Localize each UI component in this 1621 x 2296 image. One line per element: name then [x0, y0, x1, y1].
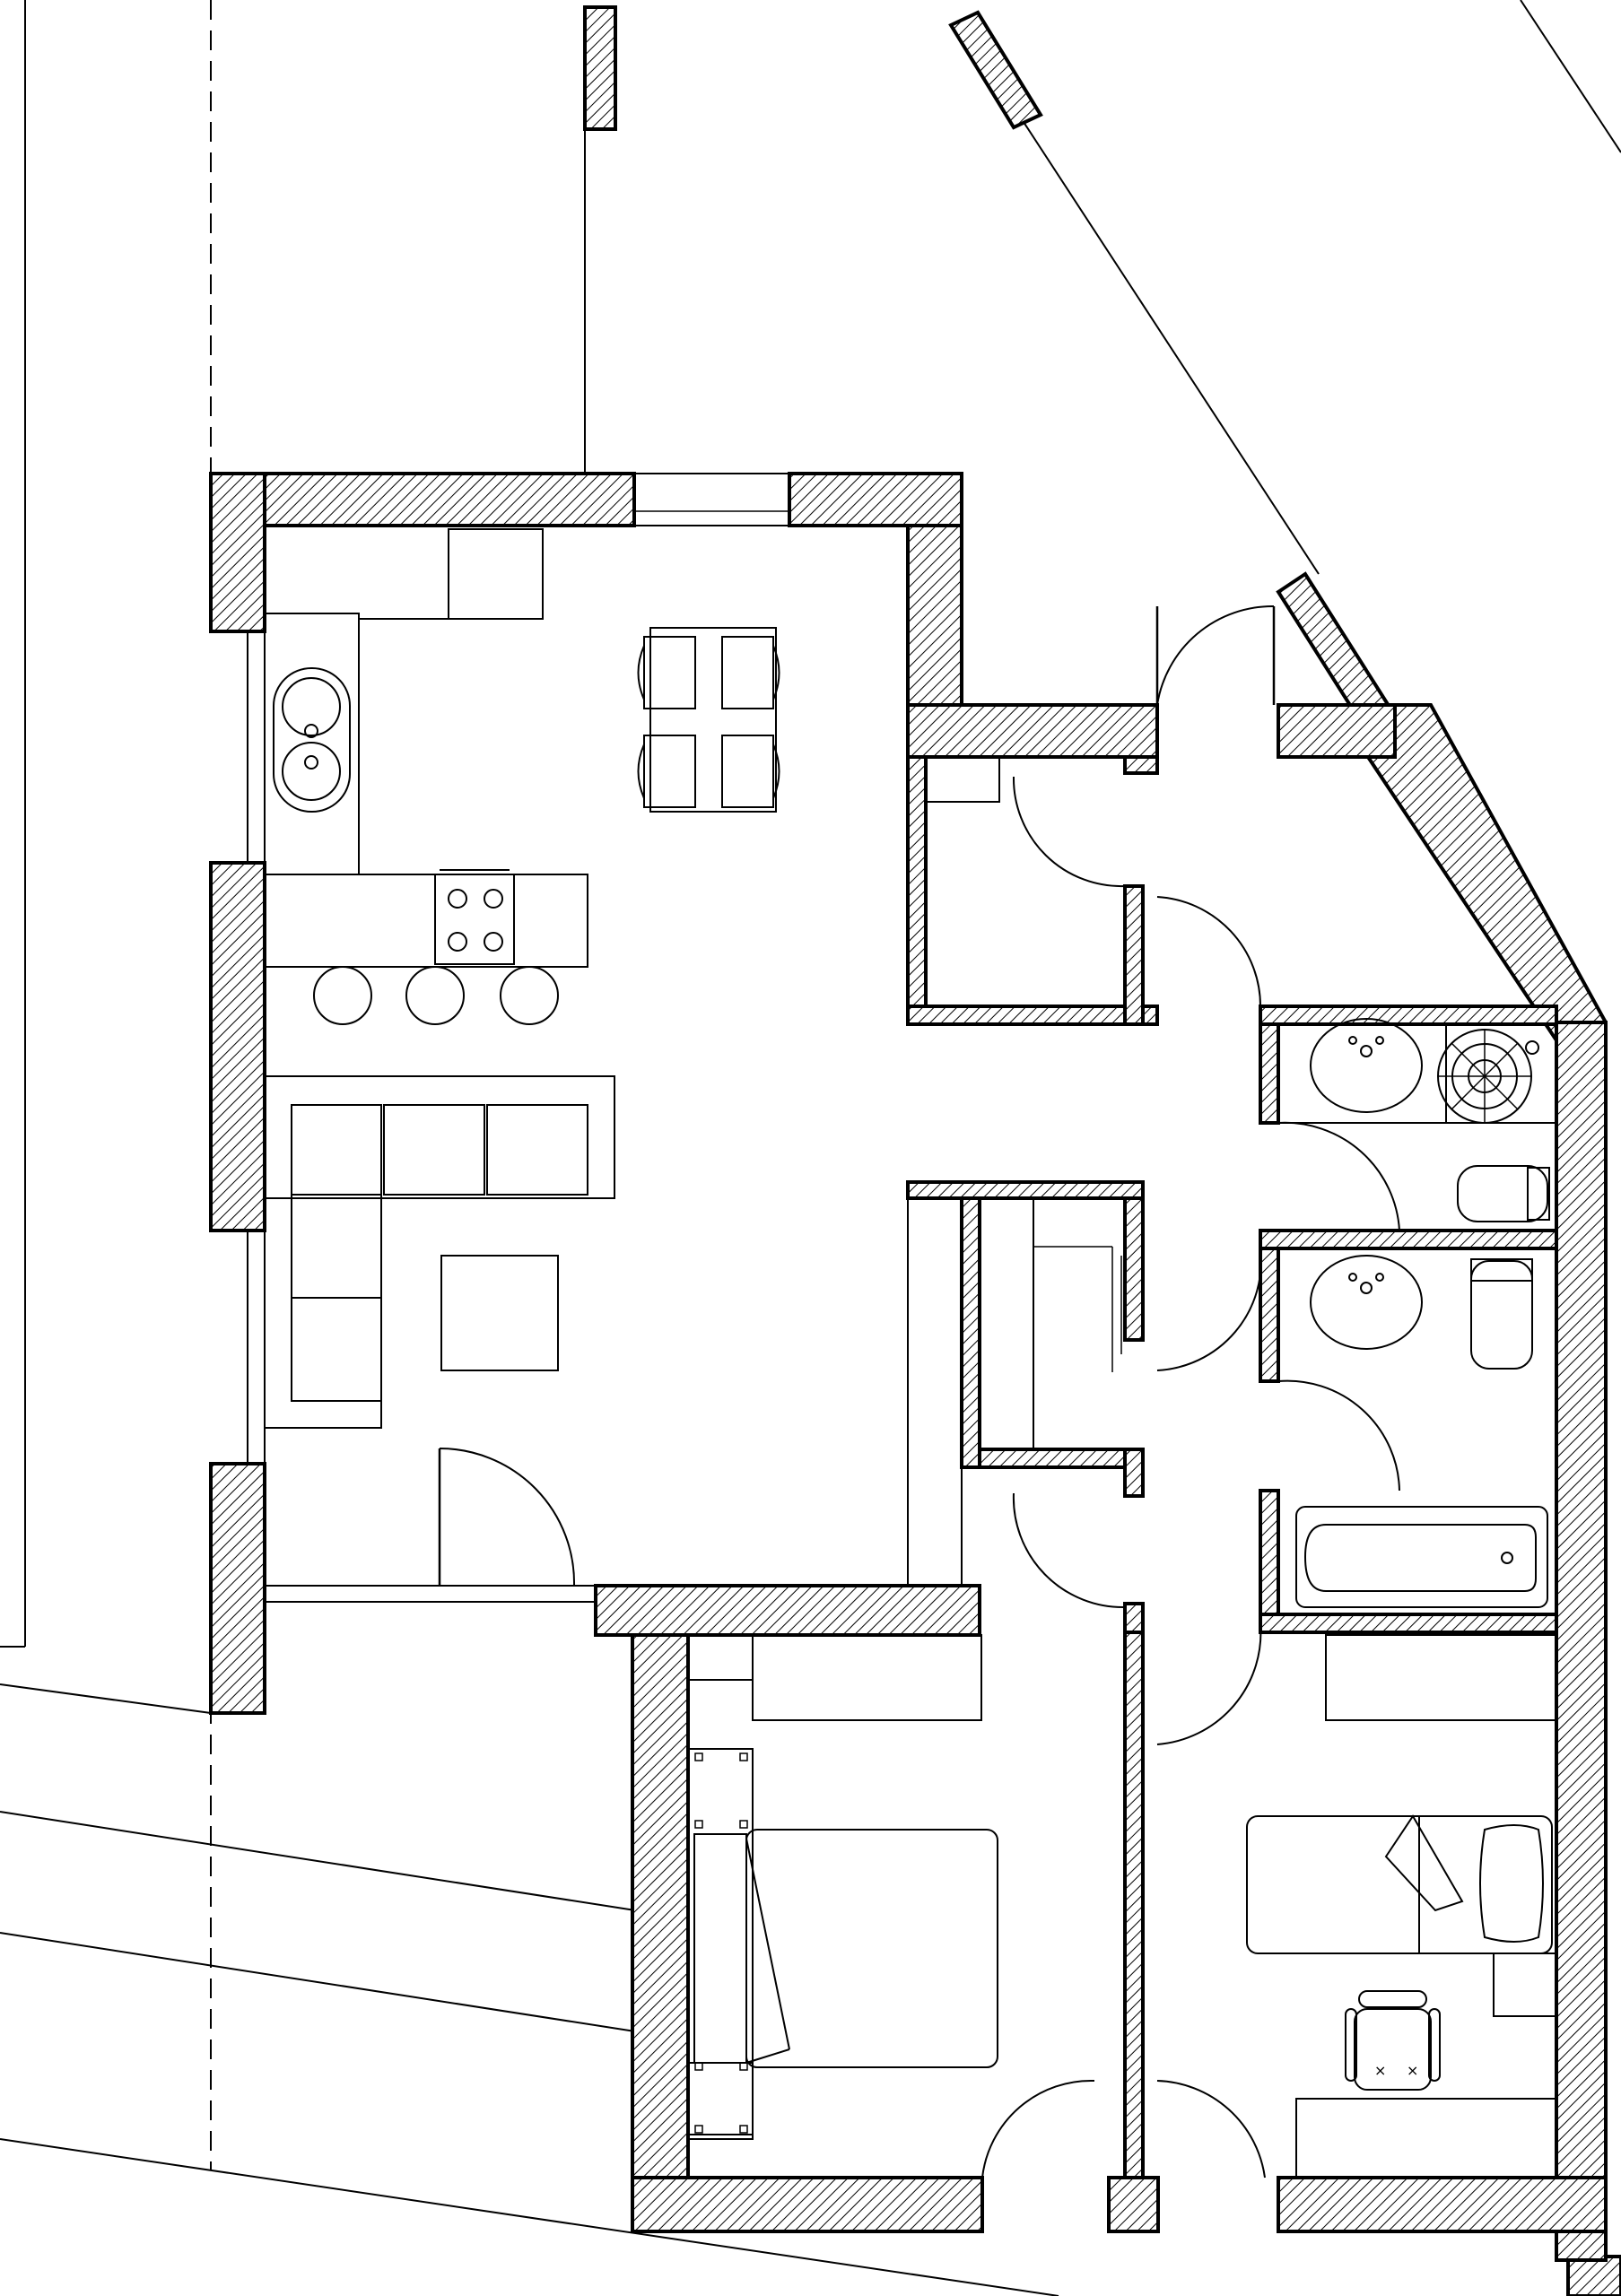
- svg-text:×: ×: [1407, 2062, 1418, 2079]
- bathroom-fixtures: [1295, 1255, 1548, 1608]
- shower-room-fixtures: [1277, 1018, 1557, 1222]
- kitchen-wardrobe: [907, 1197, 1122, 1587]
- boundary-wall-fragments: [583, 5, 1621, 2296]
- kitchen-counter: [265, 528, 588, 968]
- walls: [209, 472, 1608, 2262]
- corner-sofa: [264, 1075, 615, 1429]
- bedroom-1-furniture: [687, 1634, 998, 2140]
- bar-stools: [313, 966, 559, 1025]
- svg-text:×: ×: [1374, 2062, 1386, 2079]
- windows: [247, 473, 790, 1603]
- coffee-table: [440, 1255, 559, 1371]
- bedroom-2-furniture: × ×: [1246, 1634, 1557, 2179]
- dining-set: [637, 627, 780, 813]
- doors: [438, 604, 1400, 2179]
- double-sink: [273, 667, 351, 813]
- storage-shelf: [925, 756, 1000, 803]
- cooktop: [434, 869, 515, 965]
